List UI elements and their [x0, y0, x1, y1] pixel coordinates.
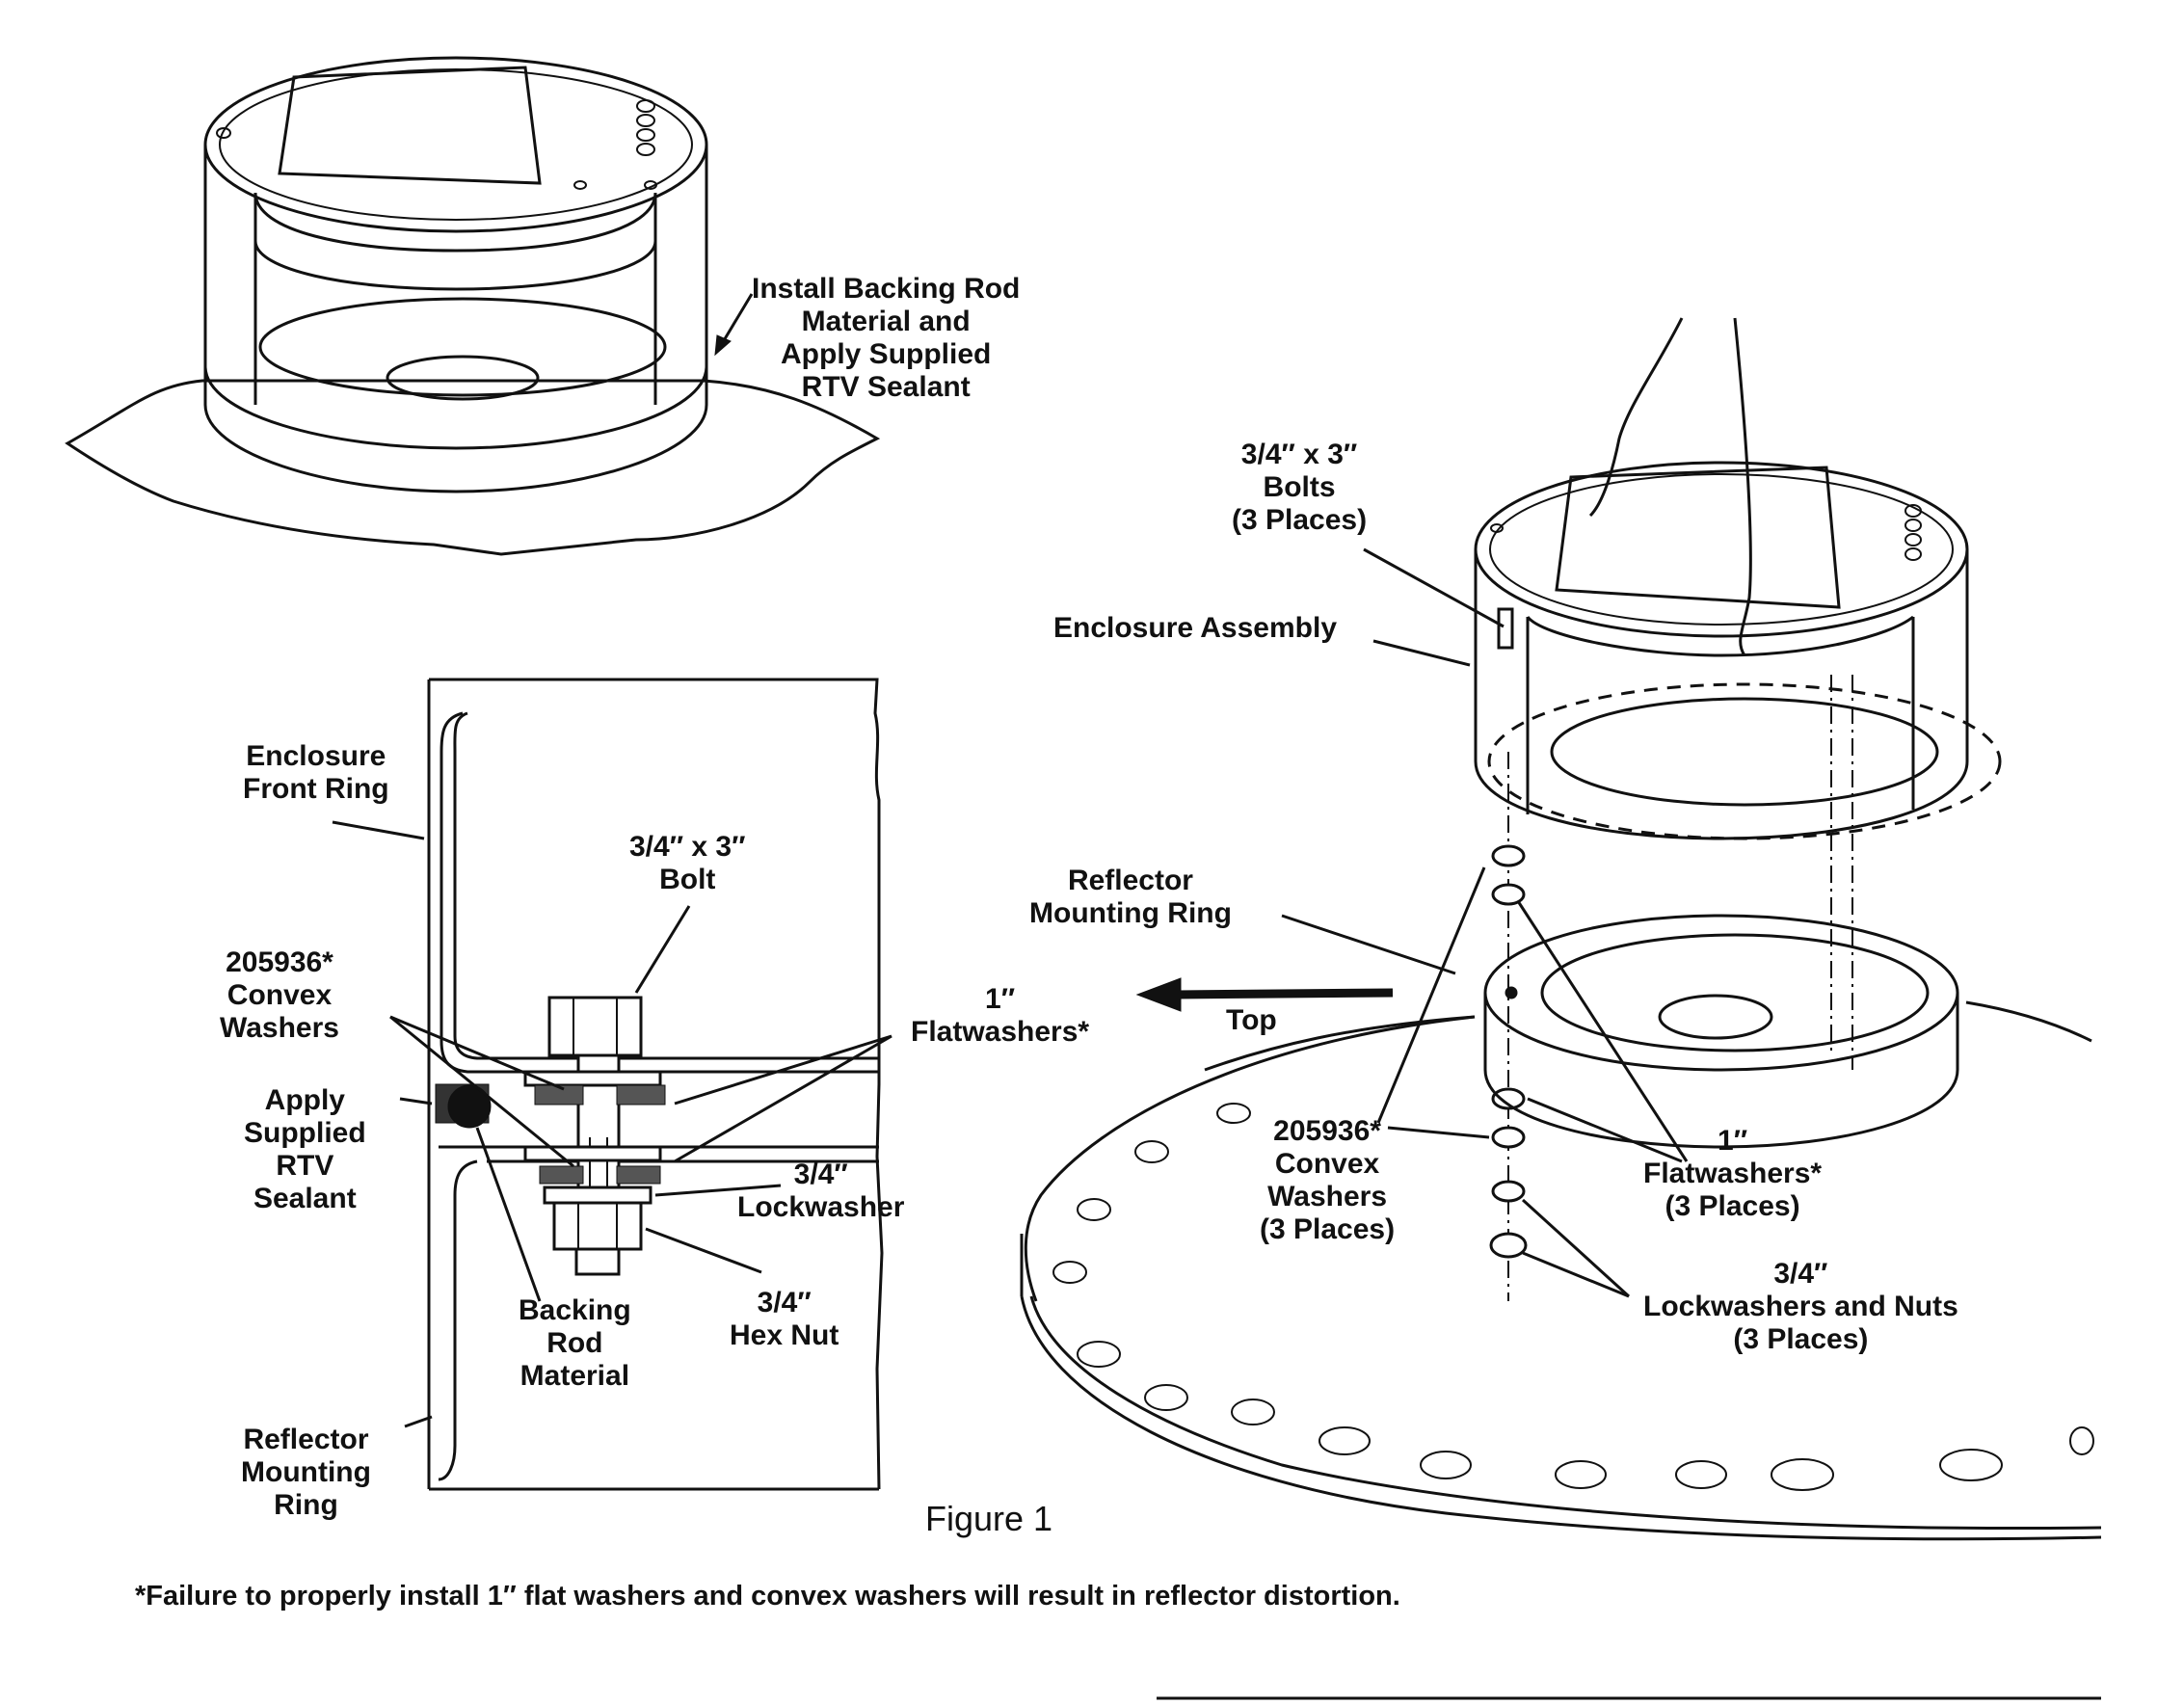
lockwasher-label: 3/4″ Lockwasher	[737, 1159, 904, 1224]
label-line: Reflector	[243, 1424, 369, 1455]
label-line: Apply	[264, 1084, 345, 1116]
label-line: Backing	[519, 1294, 631, 1326]
label-line: Convex	[1274, 1148, 1380, 1180]
callout-line-4: RTV Sealant	[801, 371, 971, 403]
section-view-illustration	[332, 678, 892, 1491]
label-line: Flatwashers*	[911, 1016, 1090, 1048]
label-line: Sealant	[253, 1183, 357, 1214]
callout-line-2: Material and	[801, 306, 971, 337]
backing-rod-callout: Install Backing Rod Material and Apply S…	[752, 273, 1020, 404]
label-line: Convex	[226, 979, 333, 1011]
flatwashers-label: 1″ Flatwashers*	[911, 983, 1089, 1049]
section-reflector-ring-label: Reflector Mounting Ring	[241, 1424, 371, 1522]
hex-nut-label: 3/4″ Hex Nut	[730, 1287, 839, 1352]
label-line: Rod	[546, 1327, 603, 1359]
label-line: 3/4″	[757, 1287, 812, 1319]
bolts-label: 3/4″ x 3″ Bolts (3 Places)	[1232, 439, 1367, 537]
installed-enclosure-illustration	[65, 56, 881, 556]
footnote: *Failure to properly install 1″ flat was…	[135, 1581, 1400, 1612]
label-line: Bolt	[659, 864, 716, 895]
label-line: (3 Places)	[1733, 1323, 1869, 1355]
label-line: Enclosure	[246, 740, 386, 772]
label-line: Mounting	[241, 1456, 371, 1488]
enclosure-front-ring-label: Enclosure Front Ring	[243, 740, 389, 806]
label-line: Hex Nut	[730, 1319, 839, 1351]
label-line: Washers	[1267, 1181, 1388, 1212]
label-line: Bolts	[1263, 471, 1336, 503]
exploded-view-illustration	[1020, 317, 2102, 1541]
label-line: Front Ring	[243, 773, 389, 805]
label-line: Ring	[274, 1489, 338, 1521]
label-line: Enclosure Assembly	[1053, 612, 1338, 644]
label-line: Reflector	[1067, 865, 1193, 896]
label-line: (3 Places)	[1260, 1213, 1396, 1245]
label-line: Washers	[220, 1012, 339, 1044]
label-line: 205936*	[226, 946, 333, 978]
label-line: Mounting Ring	[1029, 897, 1232, 929]
label-line: Top	[1226, 1004, 1277, 1036]
label-line: 3/4″ x 3″	[629, 831, 746, 863]
convex-washers-label: 205936* Convex Washers	[220, 946, 339, 1045]
label-line: Material	[519, 1360, 630, 1392]
enclosure-assembly-label: Enclosure Assembly	[1053, 612, 1337, 645]
exploded-flatwashers-label: 1″ Flatwashers* (3 Places)	[1643, 1125, 1822, 1223]
label-line: 3/4″ x 3″	[1240, 439, 1358, 470]
exploded-convex-washers-label: 205936* Convex Washers (3 Places)	[1260, 1115, 1395, 1246]
label-line: Supplied	[244, 1117, 366, 1149]
lockwashers-nuts-label: 3/4″ Lockwashers and Nuts (3 Places)	[1643, 1258, 1958, 1356]
label-line: Flatwashers*	[1643, 1158, 1823, 1189]
label-line: (3 Places)	[1232, 504, 1368, 536]
callout-line-3: Apply Supplied	[781, 338, 992, 370]
top-label: Top	[1226, 1004, 1277, 1037]
bolt-label: 3/4″ x 3″ Bolt	[629, 831, 745, 896]
label-line: Lockwashers and Nuts	[1643, 1291, 1958, 1322]
label-line: 1″	[985, 983, 1016, 1015]
label-line: (3 Places)	[1665, 1190, 1800, 1222]
exploded-reflector-ring-label: Reflector Mounting Ring	[1029, 865, 1232, 930]
label-line: 3/4″	[793, 1159, 848, 1190]
label-line: 3/4″	[1773, 1258, 1828, 1290]
figure-caption: Figure 1	[925, 1499, 1053, 1538]
label-line: 1″	[1718, 1125, 1748, 1157]
label-line: 205936*	[1273, 1115, 1381, 1147]
backing-rod-label: Backing Rod Material	[519, 1294, 631, 1393]
label-line: RTV	[276, 1150, 334, 1182]
apply-sealant-label: Apply Supplied RTV Sealant	[244, 1084, 366, 1215]
label-line: Lockwasher	[737, 1191, 905, 1223]
callout-line-1: Install Backing Rod	[752, 273, 1021, 305]
